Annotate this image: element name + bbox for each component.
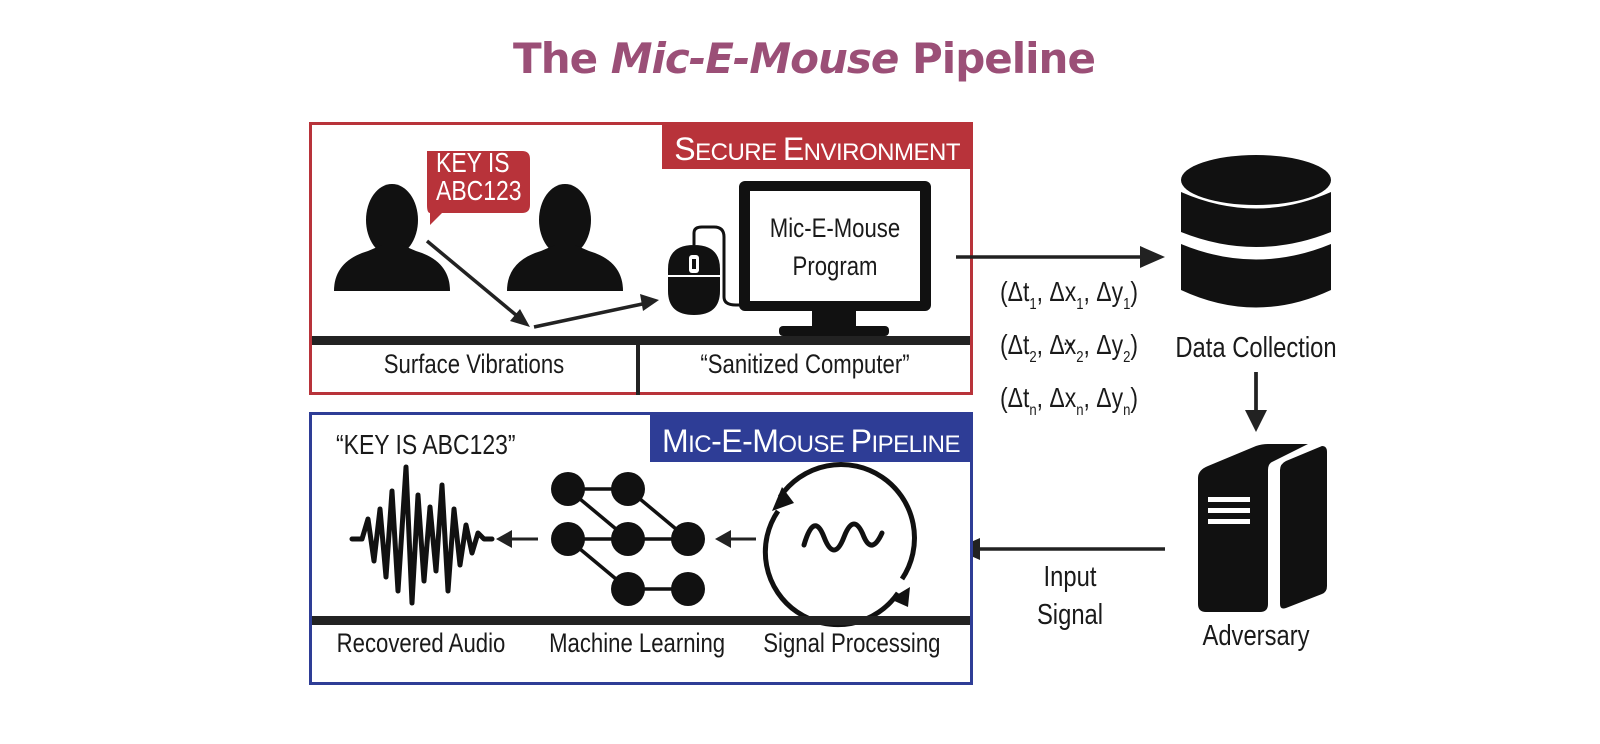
speech-bubble-icon — [427, 151, 530, 225]
adversary-label: Adversary — [1202, 620, 1310, 652]
recovered-audio-label: Recovered Audio — [336, 628, 506, 658]
signal-processing-label: Signal Processing — [763, 628, 941, 658]
data-collection-label: Data Collection — [1175, 332, 1337, 364]
sanitized-computer-label: “Sanitized Computer” — [700, 349, 910, 379]
waveform-icon — [349, 464, 495, 606]
signal-processing-icon — [762, 462, 917, 628]
input-signal-arrow-icon — [955, 538, 1165, 560]
arrow-to-adversary-icon — [1245, 372, 1267, 432]
mouse-icon — [668, 225, 744, 315]
title-suffix: Pipeline — [898, 34, 1096, 83]
arrow-left-icon — [715, 530, 756, 548]
tuple-ellipsis: ... — [1058, 325, 1074, 350]
mic-e-mouse-pipeline-panel: MIC-E-MOUSE PIPELINE “KEY IS ABC123” — [309, 412, 973, 685]
person-icon — [507, 184, 623, 291]
pipeline-graphics — [349, 462, 917, 628]
pipeline-tag: MIC-E-MOUSE PIPELINE — [649, 415, 970, 462]
title-italic: Mic-E-Mouse — [610, 34, 900, 83]
pipeline-bar — [312, 616, 970, 625]
secure-environment-graphics — [334, 151, 931, 336]
surface-bar — [312, 336, 970, 345]
surface-vibrations-label: Surface Vibrations — [383, 349, 565, 379]
data-tuples: (Δt1, Δx1, Δy1) (Δt2, Δx2, Δy2) (Δtn, Δx… — [1000, 272, 1138, 431]
database-icon — [1181, 155, 1331, 308]
tuple-row-1: (Δt1, Δx1, Δy1) — [1000, 276, 1139, 313]
vibration-arrow-icon — [425, 239, 659, 329]
recovered-quote: “KEY IS ABC123” — [336, 429, 516, 460]
secure-environment-tag: SECURE ENVIRONMENT — [662, 125, 970, 169]
server-icon — [1198, 444, 1327, 612]
arrow-left-icon — [496, 530, 538, 548]
arrow-to-database-icon — [956, 246, 1165, 268]
title-prefix: The — [513, 34, 611, 83]
label-divider — [636, 343, 640, 395]
tuple-row-2: (Δt2, Δx2, Δy2) — [1000, 329, 1139, 366]
neural-network-icon — [551, 472, 705, 606]
diagram-title: The Mic-E-Mouse Pipeline — [0, 34, 1600, 83]
person-icon — [334, 184, 450, 291]
machine-learning-label: Machine Learning — [549, 628, 726, 658]
monitor-icon — [739, 181, 931, 336]
tuple-row-n: (Δtn, Δxn, Δyn) — [1000, 382, 1139, 419]
